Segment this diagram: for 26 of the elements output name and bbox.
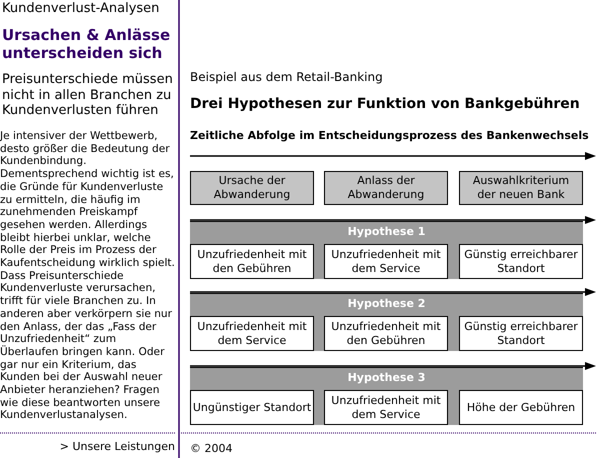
copyright-note: © 2004	[190, 442, 234, 456]
hypothesis-box: Unzufriedenheit mit dem Service	[324, 244, 448, 279]
section-label: Kundenverlust-Analysen	[2, 1, 160, 17]
band-heading: Hypothese 1	[346, 225, 426, 238]
hypothesis-box: Höhe der Gebühren	[459, 390, 583, 425]
hypothesis-box: Unzufriedenheit mit dem Service	[190, 316, 314, 351]
hypothesis-box: Unzufriedenheit mit den Gebühren	[190, 244, 314, 279]
sidebar-heading: Ursachen & Anlässe unterscheiden sich	[2, 26, 172, 62]
hypothesis-band	[190, 293, 583, 351]
hypothesis-band	[190, 367, 583, 425]
timeline-heading: Zeitliche Abfolge im Entscheidungsprozess des Bankenwechsels	[190, 129, 590, 142]
hypothesis-box: Unzufriedenheit mit den Gebühren	[324, 316, 448, 351]
hypothesis-box: Günstig erreichbarer Standort	[459, 244, 583, 279]
hypothesis-band	[190, 221, 583, 279]
hypothesis-box: Ungünstiger Standort	[190, 390, 314, 425]
stage-box: Anlass der Abwanderung	[324, 171, 448, 205]
diagram-title: Drei Hypothesen zur Funktion von Bankgebühren	[190, 96, 581, 113]
hypothesis-box: Unzufriedenheit mit dem Service	[324, 390, 448, 425]
sidebar-subheading: Preisunterschiede müssen nicht in allen Branchen zu Kundenverlusten führen	[2, 72, 174, 119]
band-heading: Hypothese 2	[346, 297, 426, 310]
more-link: > Unsere Leistungen	[60, 440, 175, 454]
stage-box: Ursache der Abwanderung	[190, 171, 314, 205]
example-label: Beispiel aus dem Retail-Banking	[190, 70, 384, 84]
hypothesis-box: Günstig erreichbarer Standort	[459, 316, 583, 351]
stage-box: Auswahlkriterium der neuen Bank	[459, 171, 583, 205]
band-heading: Hypothese 3	[346, 371, 426, 384]
